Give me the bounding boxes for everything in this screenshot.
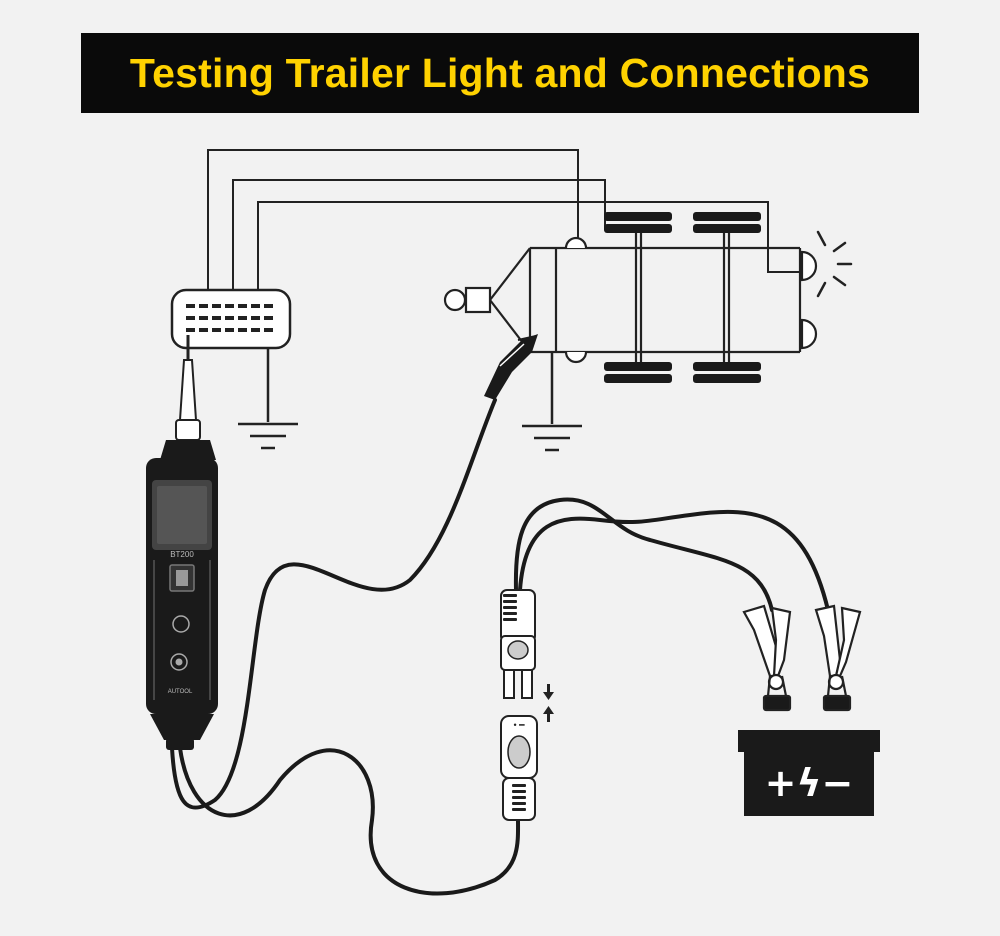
arrow-down-icon <box>543 684 554 700</box>
alligator-clip-icon[interactable] <box>484 334 538 400</box>
tester-cables <box>170 398 830 896</box>
ground-symbol-icon <box>238 348 298 450</box>
tester-brand-label: AUTOOL <box>168 689 193 695</box>
battery-icon <box>738 730 880 816</box>
light-rays <box>816 230 853 298</box>
battery-clamp-icon[interactable] <box>742 604 792 712</box>
trailer-wheels <box>604 212 761 383</box>
probe-tester-icon[interactable] <box>146 335 218 750</box>
harness-wires <box>207 149 800 290</box>
quick-connect-plug-icon[interactable] <box>500 589 536 699</box>
battery-symbol: +ϟ− <box>765 761 854 805</box>
svg-text:• ━: • ━ <box>513 720 525 730</box>
quick-connect-plug-icon[interactable]: • ━ <box>500 715 538 821</box>
battery-clamp-icon[interactable] <box>814 604 862 712</box>
tail-light-icon <box>800 250 818 350</box>
title-banner: Testing Trailer Light and Connections <box>81 33 919 113</box>
tester-model-label: BT200 <box>170 550 194 559</box>
arrow-up-icon <box>543 706 554 722</box>
ground-symbol-icon <box>522 352 582 452</box>
plug-connector-icon[interactable] <box>170 288 292 350</box>
page-title: Testing Trailer Light and Connections <box>129 49 871 96</box>
trailer-icon <box>443 230 802 370</box>
